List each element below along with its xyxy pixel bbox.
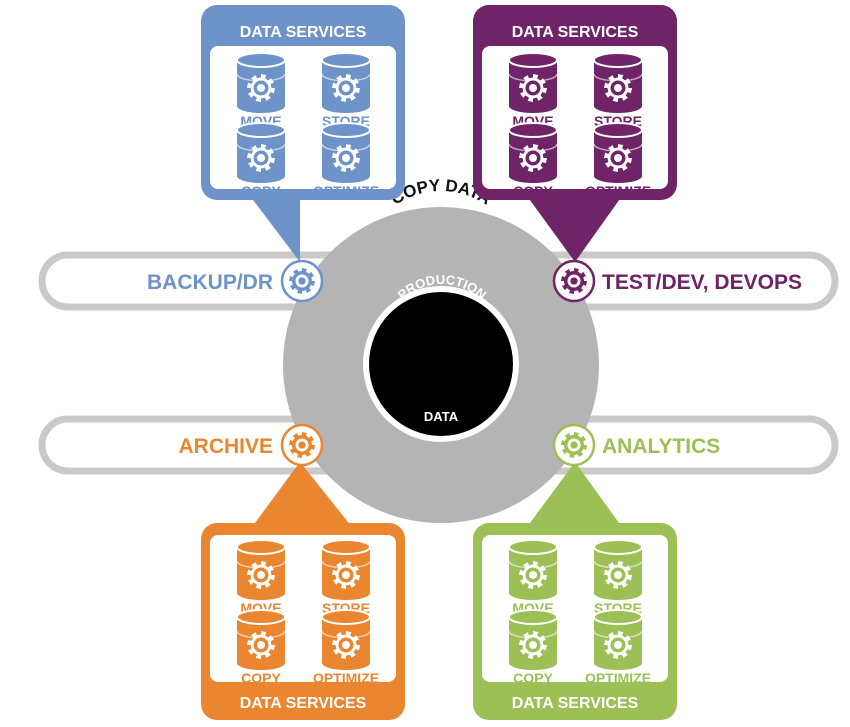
database-gear-icon xyxy=(593,52,643,113)
use-case-archive: ARCHIVE xyxy=(178,423,324,467)
database-gear-icon xyxy=(593,122,643,183)
service-move: MOVE xyxy=(508,52,558,129)
service-store: STORE xyxy=(593,539,643,616)
callout-pointer xyxy=(527,462,622,527)
service-copy: COPY xyxy=(508,122,558,199)
use-case-testdev: TEST/DEV, DEVOPS xyxy=(552,259,802,303)
service-label: OPTIMIZE xyxy=(313,183,379,199)
service-label: COPY xyxy=(513,670,553,686)
service-store: STORE xyxy=(593,52,643,129)
callout-pointer xyxy=(527,196,622,262)
service-store: STORE xyxy=(321,52,371,129)
database-gear-icon xyxy=(593,539,643,600)
service-move: MOVE xyxy=(236,539,286,616)
use-case-label: TEST/DEV, DEVOPS xyxy=(602,271,802,294)
service-move: MOVE xyxy=(508,539,558,616)
service-copy: COPY xyxy=(236,122,286,199)
service-label: OPTIMIZE xyxy=(585,183,651,199)
database-gear-icon xyxy=(236,609,286,670)
service-label: COPY xyxy=(241,670,281,686)
database-gear-icon xyxy=(593,609,643,670)
service-optimize: OPTIMIZE xyxy=(313,122,379,199)
use-case-label: ANALYTICS xyxy=(602,435,720,458)
service-copy: COPY xyxy=(508,609,558,686)
production-data-core: PRODUCTION DATA xyxy=(363,272,519,442)
service-label: COPY xyxy=(513,183,553,199)
data-services-panel-analytics: DATA SERVICES MOVE STORE COPY OPTIMIZE xyxy=(473,462,677,720)
use-case-label: ARCHIVE xyxy=(178,435,273,458)
service-copy: COPY xyxy=(236,609,286,686)
callout-pointer xyxy=(252,462,352,527)
gear-icon xyxy=(289,268,315,294)
use-case-labels: BACKUP/DR TEST/DEV, DEVOPS ARCHIVE ANALYTIC… xyxy=(147,259,802,467)
service-optimize: OPTIMIZE xyxy=(585,122,651,199)
panel-title: DATA SERVICES xyxy=(512,24,639,41)
core xyxy=(369,292,513,436)
data-services-panel-testdev: DATA SERVICES MOVE STORE COPY OPTIMIZE xyxy=(473,5,677,262)
callout-pointer xyxy=(250,196,300,262)
panel-title: DATA SERVICES xyxy=(240,24,367,41)
database-gear-icon xyxy=(236,52,286,113)
database-gear-icon xyxy=(236,122,286,183)
gear-icon xyxy=(561,432,587,458)
service-move: MOVE xyxy=(236,52,286,129)
use-case-analytics: ANALYTICS xyxy=(552,423,720,467)
service-store: STORE xyxy=(321,539,371,616)
database-gear-icon xyxy=(236,539,286,600)
database-gear-icon xyxy=(508,609,558,670)
database-gear-icon xyxy=(508,52,558,113)
service-label: COPY xyxy=(241,183,281,199)
database-gear-icon xyxy=(508,122,558,183)
service-optimize: OPTIMIZE xyxy=(585,609,651,686)
service-optimize: OPTIMIZE xyxy=(313,609,379,686)
panel-title: DATA SERVICES xyxy=(240,695,367,712)
gear-icon xyxy=(561,268,587,294)
database-gear-icon xyxy=(321,539,371,600)
service-label: OPTIMIZE xyxy=(313,670,379,686)
service-label: OPTIMIZE xyxy=(585,670,651,686)
core-label-bottom: DATA xyxy=(424,409,459,424)
use-case-backup: BACKUP/DR xyxy=(147,259,324,303)
use-case-label: BACKUP/DR xyxy=(147,271,273,294)
panel-title: DATA SERVICES xyxy=(512,695,639,712)
database-gear-icon xyxy=(321,122,371,183)
gear-icon xyxy=(289,432,315,458)
database-gear-icon xyxy=(508,539,558,600)
data-services-panel-backup: DATA SERVICES MOVE STORE COPY OPTIMIZE xyxy=(201,5,405,262)
data-services-panel-archive: DATA SERVICES MOVE STORE COPY OPTIMIZE xyxy=(201,462,405,720)
database-gear-icon xyxy=(321,609,371,670)
database-gear-icon xyxy=(321,52,371,113)
